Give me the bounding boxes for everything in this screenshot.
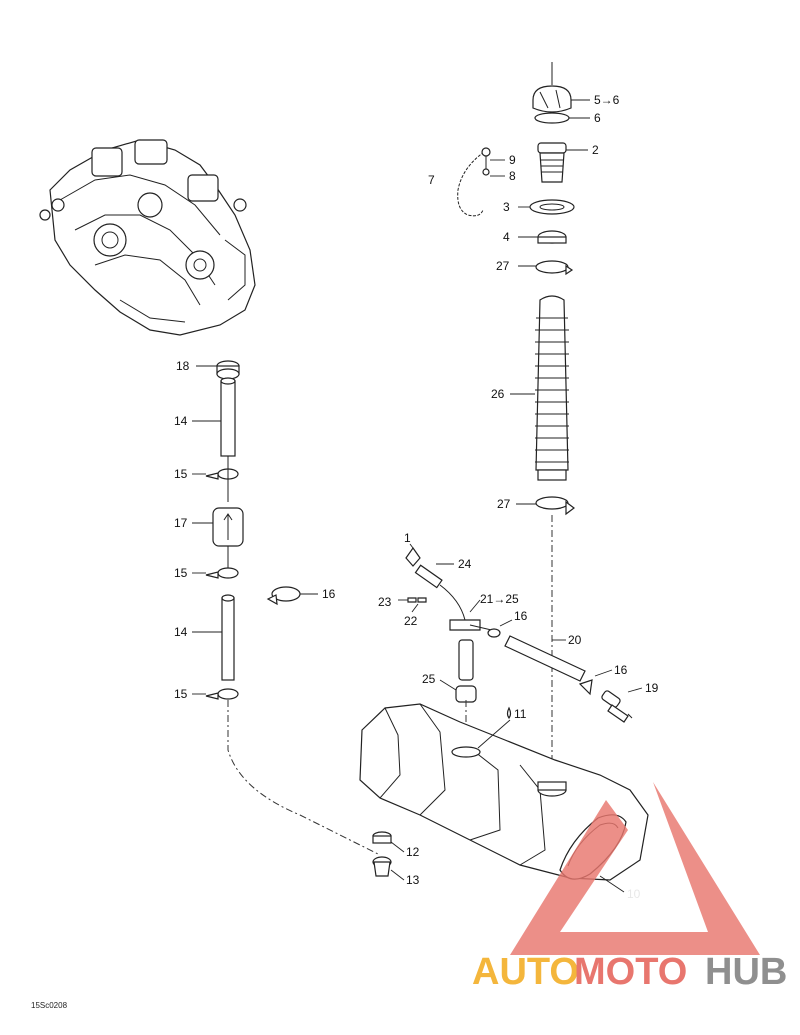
callout-13: 13 xyxy=(406,873,420,887)
callout-16-left: 16 xyxy=(322,587,336,601)
callout-27-lower: 27 xyxy=(497,497,511,511)
watermark-auto: AUTO xyxy=(472,951,579,993)
callout-5-6: 5→6 xyxy=(594,93,620,107)
engine-illustration xyxy=(39,139,256,336)
callout-2: 2 xyxy=(592,143,599,157)
drawing-code: 15Sc0208 xyxy=(31,1001,68,1010)
callout-17: 17 xyxy=(174,516,188,530)
watermark-hub: HUB xyxy=(705,951,787,993)
callout-25: 25 xyxy=(422,672,436,686)
callout-labels: 5→6 6 2 9 8 7 3 4 27 26 27 18 14 15 17 1… xyxy=(31,93,659,1010)
callout-27-upper: 27 xyxy=(496,259,510,273)
callout-15-a: 15 xyxy=(174,467,188,481)
callout-18: 18 xyxy=(176,359,190,373)
callout-23: 23 xyxy=(378,595,392,609)
watermark-triangle-icon xyxy=(510,782,760,955)
callout-14-lower: 14 xyxy=(174,625,188,639)
callout-12: 12 xyxy=(406,845,420,859)
callout-11: 11 xyxy=(514,707,527,721)
watermark-moto: MOTO xyxy=(574,951,687,993)
callout-8: 8 xyxy=(509,169,516,183)
callout-24: 24 xyxy=(458,557,472,571)
callout-15-b: 15 xyxy=(174,566,188,580)
filler-neck-assembly xyxy=(457,62,575,780)
callout-21-25: 21→25 xyxy=(480,592,519,606)
callout-7: 7 xyxy=(428,173,435,187)
leader-lines xyxy=(192,99,643,893)
vent-valve-assembly xyxy=(405,546,633,752)
left-fuel-line-assembly xyxy=(205,360,381,856)
callout-3: 3 xyxy=(503,200,510,214)
callout-1: 1 xyxy=(404,531,411,545)
callout-16-center: 16 xyxy=(514,609,528,623)
callout-15-c: 15 xyxy=(174,687,188,701)
callout-6: 6 xyxy=(594,111,601,125)
watermark-logo: AUTO MOTO HUB xyxy=(472,782,787,993)
callout-19: 19 xyxy=(645,681,659,695)
callout-16-right: 16 xyxy=(614,663,628,677)
callout-22: 22 xyxy=(404,614,418,628)
callout-14-upper: 14 xyxy=(174,414,188,428)
callout-4: 4 xyxy=(503,230,510,244)
callout-9: 9 xyxy=(509,153,516,167)
callout-26: 26 xyxy=(491,387,505,401)
callout-20: 20 xyxy=(568,633,582,647)
